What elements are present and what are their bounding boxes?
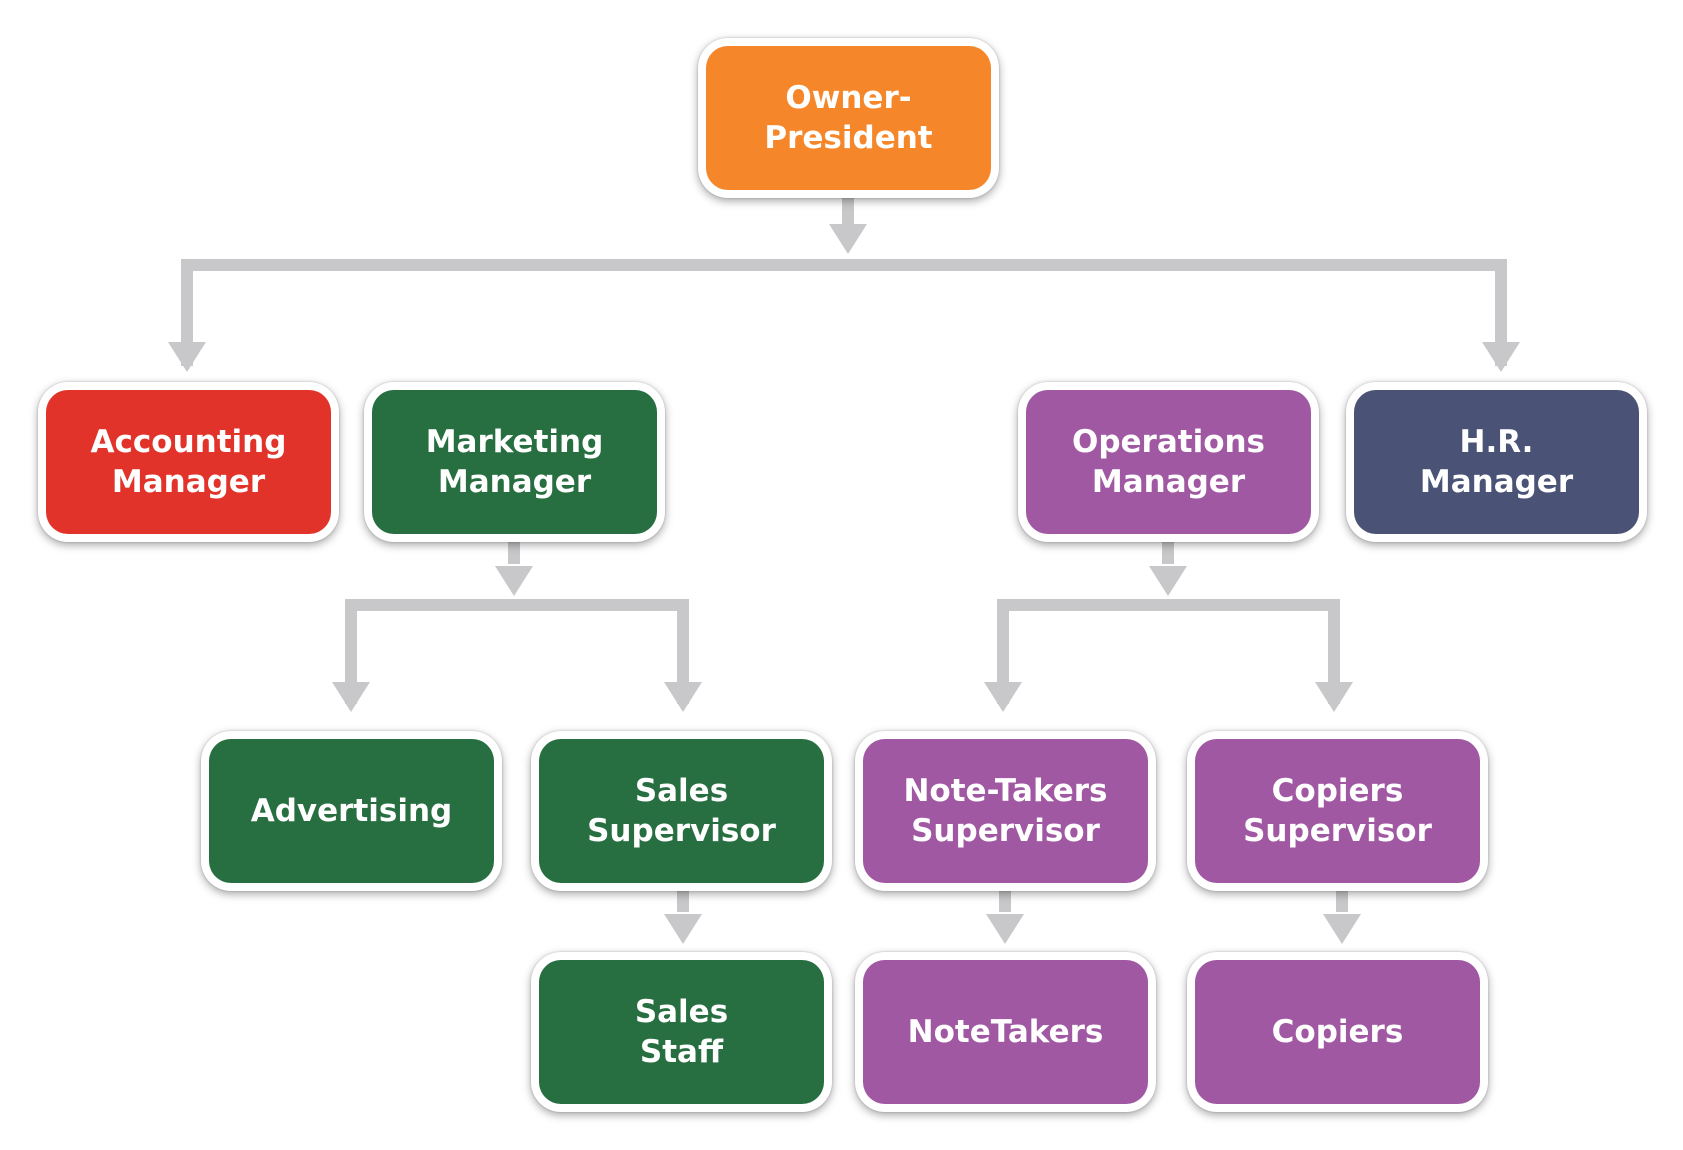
arrow-to-advertising: [332, 682, 370, 712]
connector-marketing-bus: [345, 599, 689, 704]
arrow-to-copiers: [1323, 914, 1361, 944]
arrow-to-hr: [1482, 342, 1520, 372]
owner-president-box: Owner-President: [698, 38, 999, 198]
marketing-manager-fill: Marketing Manager: [372, 390, 657, 534]
notetakers-box: NoteTakers: [855, 952, 1156, 1112]
marketing-manager-label-line1: Marketing: [425, 424, 604, 460]
hr-manager-box: H.R. Manager: [1346, 382, 1647, 542]
note-takers-supervisor-fill: Note-Takers Supervisor: [863, 739, 1148, 883]
sales-staff-fill: Sales Staff: [539, 960, 824, 1104]
sales-supervisor-label-line1: Sales: [634, 773, 729, 809]
notetakers-label: NoteTakers: [907, 1014, 1104, 1050]
arrow-marketing-down: [495, 566, 533, 596]
connector-operations-bus: [997, 599, 1340, 704]
connector-level2-bus: [181, 259, 1507, 366]
arrow-to-copiers-supervisor: [1315, 682, 1353, 712]
arrow-operations-down: [1149, 566, 1187, 596]
operations-manager-label-line1: Operations: [1071, 424, 1266, 460]
sales-supervisor-box: Sales Supervisor: [531, 731, 832, 891]
copiers-supervisor-fill: Copiers Supervisor: [1195, 739, 1480, 883]
copiers-supervisor-box: Copiers Supervisor: [1187, 731, 1488, 891]
accounting-manager-box: Accounting Manager: [38, 382, 339, 542]
operations-manager-box: Operations Manager: [1018, 382, 1319, 542]
arrow-to-note-takers-supervisor: [984, 682, 1022, 712]
arrow-to-accounting: [168, 342, 206, 372]
owner-president-label: Owner-President: [764, 80, 933, 156]
advertising-box: Advertising: [201, 731, 502, 891]
marketing-manager-label-line2: Manager: [437, 464, 592, 500]
accounting-manager-fill: Accounting Manager: [46, 390, 331, 534]
copiers-fill: Copiers: [1195, 960, 1480, 1104]
copiers-box: Copiers: [1187, 952, 1488, 1112]
arrow-to-sales-supervisor: [664, 682, 702, 712]
sales-staff-box: Sales Staff: [531, 952, 832, 1112]
accounting-manager-label-line2: Manager: [111, 464, 266, 500]
sales-supervisor-fill: Sales Supervisor: [539, 739, 824, 883]
note-takers-supervisor-label-line2: Supervisor: [911, 813, 1100, 849]
hr-manager-label-line2: Manager: [1419, 464, 1574, 500]
copiers-supervisor-label-line1: Copiers: [1271, 773, 1404, 809]
operations-manager-label-line2: Manager: [1091, 464, 1246, 500]
note-takers-supervisor-box: Note-Takers Supervisor: [855, 731, 1156, 891]
copiers-supervisor-label-line2: Supervisor: [1243, 813, 1432, 849]
hr-manager-fill: H.R. Manager: [1354, 390, 1639, 534]
sales-staff-label-line1: Sales: [634, 994, 729, 1030]
notetakers-fill: NoteTakers: [863, 960, 1148, 1104]
copiers-label: Copiers: [1271, 1014, 1404, 1050]
advertising-fill: Advertising: [209, 739, 494, 883]
marketing-manager-box: Marketing Manager: [364, 382, 665, 542]
accounting-manager-label-line1: Accounting: [90, 424, 287, 460]
operations-manager-fill: Operations Manager: [1026, 390, 1311, 534]
owner-president-fill: Owner-President: [706, 46, 991, 190]
arrow-owner-down: [829, 224, 867, 254]
advertising-label: Advertising: [250, 793, 453, 829]
arrow-to-notetakers: [986, 914, 1024, 944]
note-takers-supervisor-label-line1: Note-Takers: [903, 773, 1108, 809]
hr-manager-label-line1: H.R.: [1459, 424, 1534, 460]
arrow-to-sales-staff: [664, 914, 702, 944]
sales-staff-label-line2: Staff: [639, 1034, 724, 1070]
sales-supervisor-label-line2: Supervisor: [587, 813, 776, 849]
